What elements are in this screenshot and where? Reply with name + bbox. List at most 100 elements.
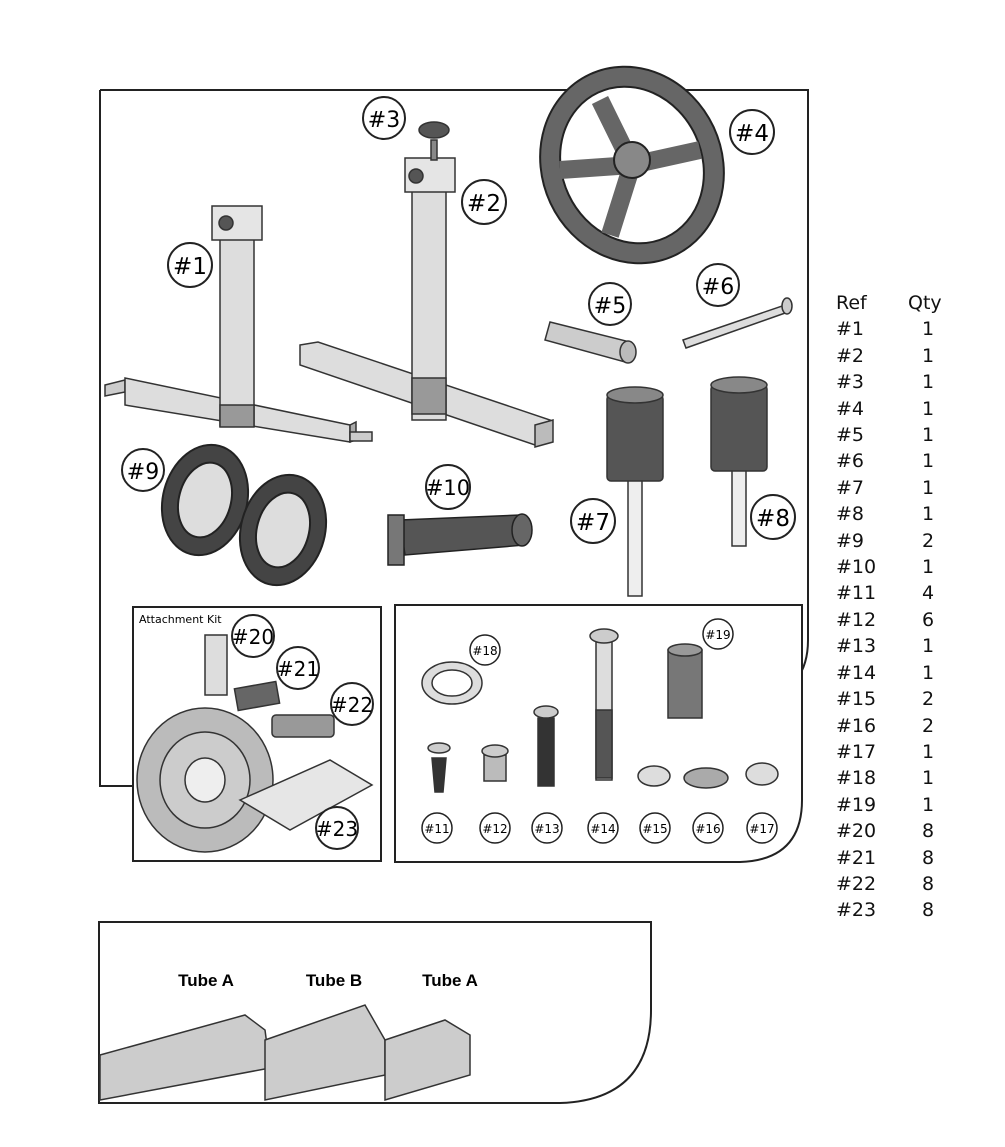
callout-15: #15 [639,812,671,844]
callout-23: #23 [315,806,359,850]
svg-text:#3: #3 [368,108,400,133]
ref-cell: #21 [836,846,877,869]
qty-cell: 1 [921,318,935,341]
svg-text:#17: #17 [749,822,774,836]
qty-cell: 8 [921,846,935,869]
qty-cell: 1 [921,344,935,367]
attachment-kit-title: Attachment Kit [139,613,222,626]
table-row: #12 6 [836,607,956,633]
svg-text:#4: #4 [735,121,769,147]
svg-text:#15: #15 [642,822,667,836]
qty-cell: 1 [921,424,935,447]
callout-6: #6 [696,263,740,307]
svg-text:#12: #12 [482,822,507,836]
ref-cell: #23 [836,899,877,922]
svg-text:#9: #9 [127,460,159,485]
qty-cell: 8 [921,872,935,895]
callout-21: #21 [276,646,320,690]
ref-cell: #9 [836,529,865,552]
svg-text:#5: #5 [594,294,626,319]
svg-text:#8: #8 [756,506,790,532]
qty-cell: 1 [921,556,935,579]
header-ref: Ref [836,292,867,314]
callout-22: #22 [330,682,374,726]
qty-cell: 1 [921,793,935,816]
qty-cell: 1 [921,450,935,473]
svg-text:#7: #7 [576,510,610,536]
ref-cell: #14 [836,661,877,684]
tube-label-right: Tube A [422,971,478,990]
ref-cell: #6 [836,450,865,473]
svg-text:#20: #20 [232,625,274,649]
table-row: #9 2 [836,528,956,554]
wheel-part-4 [539,65,725,265]
stand-part-1 [104,205,373,444]
ref-cell: #1 [836,318,865,341]
table-row: #23 8 [836,897,956,923]
svg-text:#19: #19 [705,628,730,642]
handle-part-10 [387,513,533,566]
svg-text:#2: #2 [467,191,501,217]
table-row: #16 2 [836,713,956,739]
callout-1: #1 [167,242,213,288]
ref-cell: #10 [836,556,877,579]
callout-16: #16 [692,812,724,844]
table-row: #19 1 [836,792,956,818]
ref-cell: #12 [836,608,877,631]
callout-18: #18 [469,634,501,666]
callout-8: #8 [750,494,796,540]
qty-cell: 1 [921,371,935,394]
callout-5: #5 [588,282,632,326]
hub-part-8 [710,376,768,547]
svg-text:#11: #11 [424,822,449,836]
table-row: #1 1 [836,316,956,342]
knob-part-3 [418,121,450,161]
table-row: #11 4 [836,580,956,606]
ref-cell: #20 [836,820,877,843]
attachment-kit-drawings [136,634,374,853]
svg-text:#1: #1 [173,254,207,280]
callout-17: #17 [746,812,778,844]
svg-text:#23: #23 [316,817,358,841]
ref-cell: #3 [836,371,865,394]
ref-cell: #16 [836,714,877,737]
qty-cell: 1 [921,661,935,684]
callout-12: #12 [479,812,511,844]
callout-14: #14 [587,812,619,844]
qty-cell: 4 [921,582,935,605]
table-row: #14 1 [836,660,956,686]
qty-cell: 8 [921,899,935,922]
table-row: #10 1 [836,554,956,580]
ref-cell: #19 [836,793,877,816]
tube-label-middle: Tube B [306,971,362,990]
ref-cell: #11 [836,582,877,605]
wheels-part-9 [160,443,328,587]
table-row: #3 1 [836,369,956,395]
qty-cell: 2 [921,529,935,552]
ref-cell: #4 [836,397,865,420]
tube-label-left: Tube A [178,971,234,990]
svg-text:#6: #6 [702,275,734,300]
sleeve-part-5 [544,321,637,364]
svg-text:#13: #13 [534,822,559,836]
qty-cell: 1 [921,476,935,499]
table-row: #21 8 [836,845,956,871]
callout-3: #3 [362,96,406,140]
callout-11: #11 [421,812,453,844]
qty-cell: 1 [921,503,935,526]
qty-cell: 8 [921,820,935,843]
qty-cell: 6 [921,608,935,631]
qty-cell: 2 [921,714,935,737]
header-qty: Qty [908,292,942,314]
svg-text:#21: #21 [277,657,319,681]
